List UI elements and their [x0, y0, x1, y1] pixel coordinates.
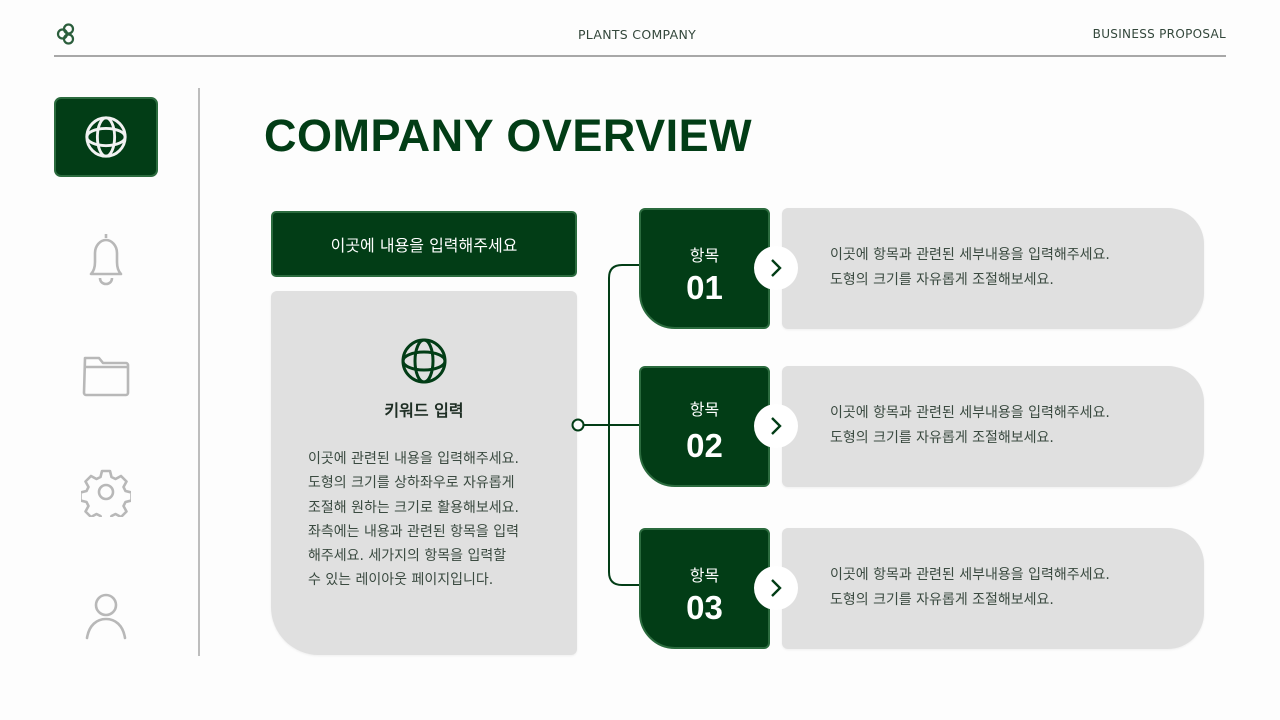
- document-type: BUSINESS PROPOSAL: [1092, 27, 1226, 41]
- item-label: 항목: [689, 246, 720, 265]
- item-detail-line: 이곳에 항목과 관련된 세부내용을 입력해주세요.: [830, 247, 1110, 263]
- description-line: 좌측에는 내용과 관련된 항목을 입력: [308, 523, 519, 540]
- sidebar-item-settings[interactable]: [54, 452, 158, 532]
- description-line: 도형의 크기를 상하좌우로 자유롭게: [308, 475, 515, 492]
- header-divider: [54, 55, 1226, 57]
- sidebar-divider: [198, 88, 200, 656]
- item-detail-line: 도형의 크기를 자유롭게 조절해보세요.: [830, 429, 1054, 446]
- description-line: 수 있는 레이아웃 페이지입니다.: [308, 572, 494, 589]
- user-icon: [85, 593, 127, 640]
- connector-lines: [571, 264, 640, 586]
- item-detail-line: 이곳에 항목과 관련된 세부내용을 입력해주세요.: [830, 405, 1110, 421]
- chevron-right-icon: [771, 259, 782, 277]
- item-box-01[interactable]: 항목 01: [639, 208, 770, 329]
- item-number: 03: [686, 589, 723, 626]
- keyword-label: 키워드 입력: [384, 401, 464, 420]
- sidebar-item-notifications[interactable]: [54, 218, 158, 298]
- item-detail-03: 이곳에 항목과 관련된 세부내용을 입력해주세요. 도형의 크기를 자유롭게 조…: [782, 528, 1204, 649]
- item-detail-02: 이곳에 항목과 관련된 세부내용을 입력해주세요. 도형의 크기를 자유롭게 조…: [782, 366, 1204, 487]
- sidebar-item-globe[interactable]: [54, 97, 158, 177]
- item-label: 항목: [689, 566, 720, 585]
- folder-icon: [82, 356, 130, 397]
- chevron-right-icon: [771, 417, 782, 435]
- logo-icon: [56, 23, 78, 45]
- input-banner[interactable]: 이곳에 내용을 입력해주세요: [271, 211, 577, 277]
- item-expand-button-02[interactable]: [754, 404, 798, 448]
- item-expand-button-01[interactable]: [754, 246, 798, 290]
- item-expand-button-03[interactable]: [754, 566, 798, 610]
- item-number: 01: [686, 269, 723, 306]
- bell-icon: [89, 234, 123, 286]
- sidebar-item-profile[interactable]: [54, 576, 158, 656]
- keyword-card: 키워드 입력 이곳에 관련된 내용을 입력해주세요. 도형의 크기를 상하좌우로…: [271, 291, 577, 655]
- chevron-right-icon: [771, 579, 782, 597]
- description-line: 해주세요. 세가지의 항목을 입력할: [308, 548, 507, 565]
- item-detail-01: 이곳에 항목과 관련된 세부내용을 입력해주세요. 도형의 크기를 자유롭게 조…: [782, 208, 1204, 329]
- gear-icon: [81, 469, 131, 517]
- page-title: COMPANY OVERVIEW: [264, 110, 753, 161]
- item-box-03[interactable]: 항목 03: [639, 528, 770, 649]
- item-number: 02: [686, 427, 723, 464]
- item-detail-line: 이곳에 항목과 관련된 세부내용을 입력해주세요.: [830, 567, 1110, 583]
- item-box-02[interactable]: 항목 02: [639, 366, 770, 487]
- input-banner-text: 이곳에 내용을 입력해주세요: [330, 236, 518, 255]
- globe-icon: [85, 116, 127, 158]
- keyword-description: 이곳에 관련된 내용을 입력해주세요. 도형의 크기를 상하좌우로 자유롭게 조…: [308, 447, 558, 593]
- description-line: 조절해 원하는 크기로 활용해보세요.: [308, 499, 519, 516]
- description-line: 이곳에 관련된 내용을 입력해주세요.: [308, 451, 519, 467]
- item-label: 항목: [689, 400, 720, 419]
- item-detail-line: 도형의 크기를 자유롭게 조절해보세요.: [830, 591, 1054, 608]
- globe-icon: [401, 338, 447, 384]
- sidebar-item-files[interactable]: [54, 335, 158, 415]
- item-detail-line: 도형의 크기를 자유롭게 조절해보세요.: [830, 271, 1054, 288]
- company-name: PLANTS COMPANY: [577, 27, 697, 42]
